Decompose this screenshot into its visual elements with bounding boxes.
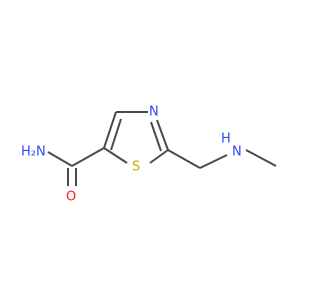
bond-n3-c2-inner <box>150 121 162 152</box>
bond-c5-c4 <box>103 111 117 149</box>
amide-nh2-label: H₂N <box>21 145 46 160</box>
bond-c1-ring-c5 <box>71 147 105 167</box>
bond-c2-ch2 <box>167 149 201 169</box>
ring-sulfur-label: S <box>132 160 140 175</box>
amide-oxygen-label: O <box>66 190 76 205</box>
molecule-structure: H₂N O S N H N <box>21 105 277 205</box>
bond-c1-n-amide <box>47 151 73 167</box>
bond-nh-carbonyl <box>245 149 277 167</box>
bond-c5-c4-inner <box>110 118 122 151</box>
ring-nitrogen-label: N <box>149 105 159 120</box>
carbamate-nh-h-label: H <box>221 132 231 147</box>
bond-n3-c2 <box>156 119 169 151</box>
bond-ch2-nh <box>199 154 228 169</box>
carbamate-n-label: N <box>232 145 242 160</box>
bond-s1-c5 <box>103 147 128 164</box>
bond-c2-s1 <box>149 149 169 164</box>
